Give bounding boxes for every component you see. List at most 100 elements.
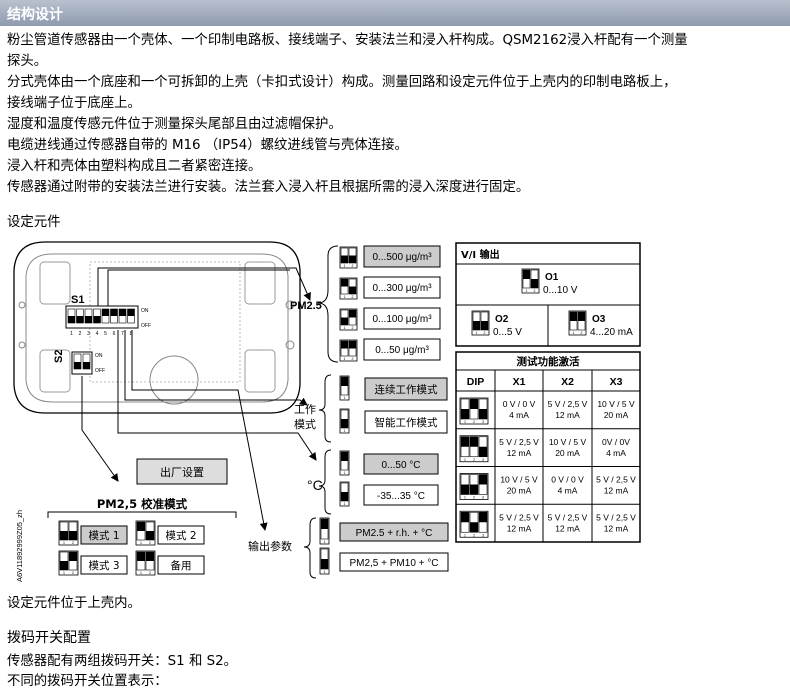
svg-text:2: 2 [79, 331, 82, 337]
temp-label: °C [307, 477, 323, 493]
s1-switch-4: 4 [93, 308, 101, 337]
test-table-header: X3 [610, 376, 623, 388]
table-cell: 5 V / 2,5 V [548, 512, 588, 522]
table-cell: 10 V / 5 V [549, 437, 587, 447]
svg-text:1: 1 [344, 264, 346, 268]
pm25-option[interactable]: 0...300 μg/m³ [363, 276, 441, 299]
test-table-header: DIP [467, 376, 485, 388]
table-cell: 12 mA [604, 486, 629, 496]
svg-text:1: 1 [140, 571, 142, 575]
output-param-option[interactable]: PM2,5 + PM10 + °C [339, 552, 449, 572]
test-table-header: X1 [513, 376, 526, 388]
table-cell: 20 mA [555, 448, 580, 458]
svg-text:2: 2 [473, 496, 475, 500]
output-param-option[interactable]: PM2.5 + r.h. + °C [339, 522, 449, 542]
svg-text:1: 1 [70, 331, 73, 337]
table-cell: 12 mA [604, 523, 629, 533]
calibration-mode-label: 模式 2 [165, 529, 196, 542]
subheading-setting-elements: 设定元件 [7, 215, 61, 230]
table-cell: 0V / 0V [602, 437, 630, 447]
svg-text:2: 2 [473, 533, 475, 537]
figure-caption: 设定元件位于上壳内。 [7, 596, 141, 611]
work-mode-option[interactable]: 智能工作模式 [364, 410, 448, 434]
table-cell: 20 mA [507, 486, 532, 496]
svg-text:2: 2 [149, 571, 151, 575]
svg-text:OFF: OFF [141, 323, 151, 329]
svg-text:1: 1 [476, 331, 478, 335]
paragraph-line: 接线端子位于底座上。 [7, 96, 141, 111]
svg-text:2: 2 [352, 326, 354, 330]
svg-text:2: 2 [149, 541, 151, 545]
table-cell: 5 V / 2,5 V [499, 437, 539, 447]
calibration-mode-option[interactable]: 模式 3 [80, 555, 128, 575]
dip-switch-icon: 1 [339, 375, 350, 401]
table-cell: 20 mA [604, 410, 629, 420]
dip-switch-icon: 1 [319, 547, 330, 575]
pm25-option-label: 0...500 μg/m³ [372, 252, 432, 263]
calibration-mode-label: 模式 1 [88, 529, 119, 542]
svg-text:2: 2 [473, 458, 475, 462]
work-mode-option-label: 连续工作模式 [375, 383, 438, 396]
paragraph-line: 浸入杆和壳体由塑料构成且二者紧密连接。 [7, 159, 262, 174]
s1-switch-6: 6 [110, 308, 118, 337]
calibration-mode-option[interactable]: 模式 2 [157, 525, 205, 545]
table-cell: 0 V / 0 V [551, 475, 584, 485]
calibration-mode-option[interactable]: 备用 [157, 555, 205, 575]
work-mode-option[interactable]: 连续工作模式 [364, 377, 448, 401]
svg-text:1: 1 [464, 420, 466, 424]
calibration-mode-option[interactable]: 模式 1 [80, 525, 128, 545]
svg-text:1: 1 [344, 295, 346, 299]
pm25-option[interactable]: 0...100 μg/m³ [363, 307, 441, 330]
table-cell: 4 mA [606, 448, 626, 458]
paragraph-line: 传感器通过附带的安装法兰进行安装。法兰套入浸入杆且根据所需的浸入深度进行固定。 [7, 180, 530, 195]
svg-text:2: 2 [473, 420, 475, 424]
temp-option[interactable]: -35...35 °C [363, 484, 439, 506]
subheading-dip-config: 拨码开关配置 [7, 630, 91, 646]
svg-text:3: 3 [482, 496, 484, 500]
pm25-label: PM2.5 [290, 300, 322, 312]
factory-settings-label: 出厂设置 [160, 465, 204, 479]
factory-settings-button[interactable] [136, 458, 228, 485]
svg-text:4: 4 [96, 331, 99, 337]
svg-text:1: 1 [464, 533, 466, 537]
svg-text:1: 1 [344, 429, 346, 433]
paragraph-line: 湿度和温度传感元件位于测量探头尾部且由过滤帽保护。 [7, 117, 342, 132]
pm25-option[interactable]: 0...50 μg/m³ [363, 338, 441, 361]
table-cell: 0 V / 0 V [503, 399, 536, 409]
svg-text:2: 2 [352, 357, 354, 361]
temperature-range-options: 10...50 °C1-35...35 °C [339, 450, 439, 507]
table-cell: 12 mA [555, 410, 580, 420]
s1-switch-5: 5 [101, 308, 110, 337]
svg-text:1: 1 [63, 541, 65, 545]
vi-output-name: O1 [545, 272, 559, 283]
svg-text:1: 1 [324, 570, 326, 574]
svg-text:2: 2 [352, 295, 354, 299]
calibration-mode-label: 模式 3 [88, 559, 119, 572]
dip-switch-icon: 1 [319, 517, 330, 545]
pm25-option[interactable]: 0...500 μg/m³ [363, 245, 441, 268]
s1-label: S1 [71, 294, 84, 306]
test-table-title: 测试功能激活 [517, 355, 580, 368]
temp-option[interactable]: 0...50 °C [363, 453, 439, 475]
temp-option-label: 0...50 °C [381, 460, 420, 471]
output-param-option-label: PM2.5 + r.h. + °C [356, 528, 433, 539]
s1-switch-2: 2 [76, 308, 84, 337]
svg-text:1: 1 [464, 458, 466, 462]
